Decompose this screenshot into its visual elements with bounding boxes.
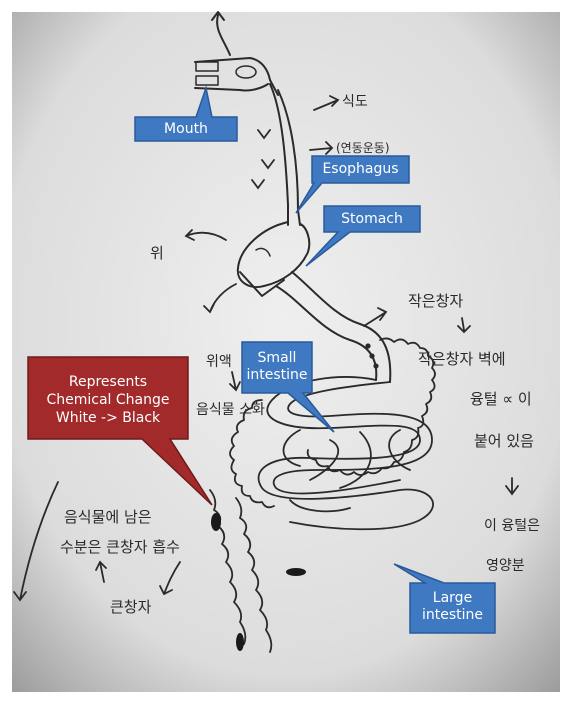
- note-sikdo: 식도: [342, 94, 368, 110]
- note-large-intestine: 큰창자: [110, 598, 152, 616]
- note-eumsik-soha: 음식물 소화: [196, 402, 265, 418]
- note-small-intestine: 작은창자: [408, 292, 463, 310]
- note-wall-1: 작은창자 벽에: [418, 350, 506, 368]
- note-left-1: 음식물에 남은: [64, 508, 152, 526]
- note-wiaek: 위액: [206, 354, 232, 370]
- note-wall-2: 융털 ∝ 이: [470, 390, 532, 408]
- note-sikdo-paren: (연동운동): [336, 141, 390, 155]
- note-absorb-2: 영양분: [486, 558, 525, 574]
- note-wall-3: 붙어 있음: [474, 432, 534, 450]
- note-left-2: 수분은 큰창자 흡수: [60, 538, 180, 556]
- note-absorb-1: 이 융털은: [484, 518, 540, 534]
- note-wi: 위: [150, 244, 164, 262]
